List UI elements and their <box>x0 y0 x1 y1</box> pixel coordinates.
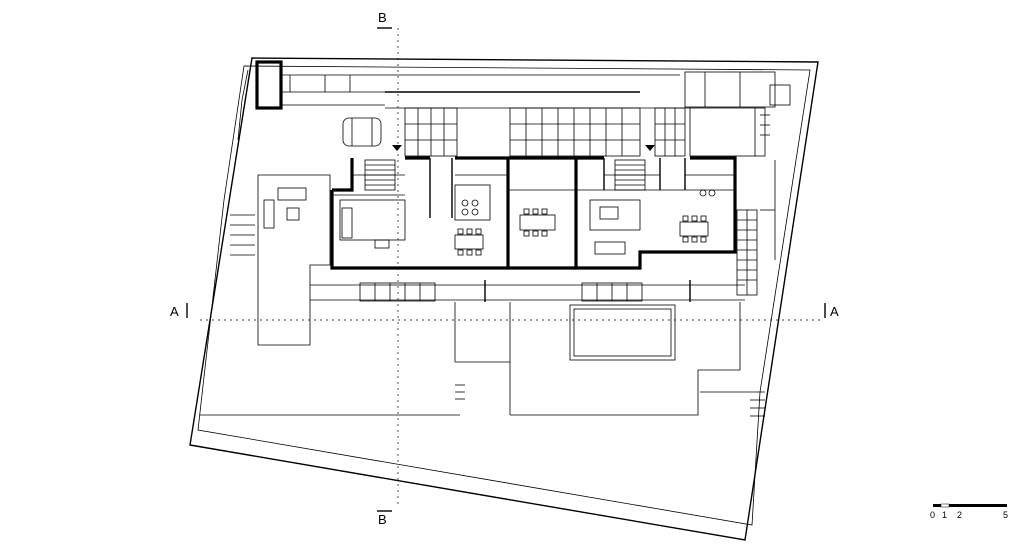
main-building-walls <box>330 156 737 270</box>
arrow-down-icon <box>392 145 655 151</box>
site-boundary <box>189 57 819 541</box>
section-marker-a-right: A <box>824 303 839 319</box>
left-terrace <box>230 174 331 346</box>
balcony-band <box>310 280 745 302</box>
section-label-b-bottom: B <box>378 512 387 527</box>
pergola-band <box>385 91 770 157</box>
section-label-b-top: B <box>378 10 387 25</box>
lower-level <box>454 302 765 417</box>
sofa-right <box>594 206 626 255</box>
sofa-left <box>341 207 390 249</box>
scale-label-0: 0 <box>930 510 935 520</box>
scale-label-1: 1 <box>942 510 947 520</box>
dining-table-center <box>519 208 556 237</box>
section-label-a-left: A <box>170 304 179 319</box>
top-access-strip <box>255 60 791 110</box>
section-marker-b-top: B <box>377 10 392 29</box>
car-icon <box>342 117 382 147</box>
scale-bar: 0 1 2 5 <box>930 503 1008 520</box>
kitchen-appliances <box>461 189 716 216</box>
scale-label-5: 5 <box>1003 510 1008 520</box>
scale-label-2: 2 <box>957 510 962 520</box>
dining-table-right <box>679 215 709 243</box>
section-label-a-right: A <box>830 304 839 319</box>
section-marker-a-left: A <box>170 303 188 319</box>
dining-table-left <box>454 228 484 256</box>
stair-core-right <box>614 159 646 191</box>
section-marker-b-bottom: B <box>377 510 392 527</box>
stair-core-left <box>364 159 396 191</box>
right-stair <box>736 160 776 296</box>
